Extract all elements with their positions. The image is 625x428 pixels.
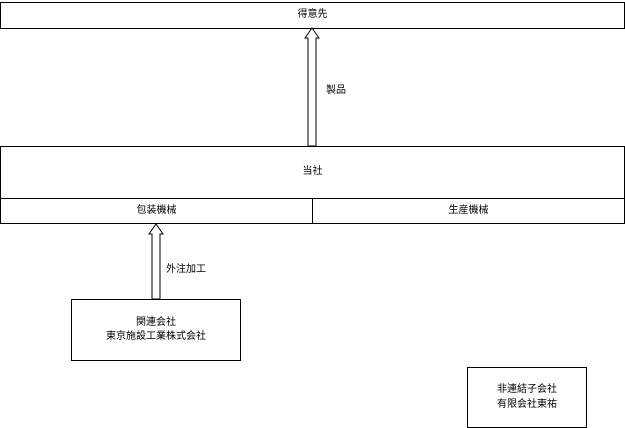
outsourcing-arrow [148, 223, 164, 300]
packaging-machinery-box: 包装機械 [0, 198, 313, 224]
affiliate-label-line1: 関連会社 [136, 316, 176, 328]
affiliate-label-line2: 東京施設工業株式会社 [106, 331, 206, 342]
customer-label: 得意先 [297, 9, 328, 21]
non-consolidated-label-line1: 非連結子会社 [497, 384, 557, 395]
outsourcing-edge-label: 外注加工 [166, 264, 206, 275]
non-consolidated-label-line2: 有限会社東祐 [497, 398, 557, 410]
customer-box: 得意先 [0, 2, 625, 29]
non-consolidated-subsidiary-box: 非連結子会社 有限会社東祐 [467, 367, 587, 428]
products-edge-label: 製品 [326, 85, 346, 96]
packaging-machinery-label: 包装機械 [136, 204, 177, 216]
products-arrow [304, 27, 320, 147]
production-machinery-label: 生産機械 [448, 204, 489, 216]
company-label: 当社 [302, 166, 323, 178]
